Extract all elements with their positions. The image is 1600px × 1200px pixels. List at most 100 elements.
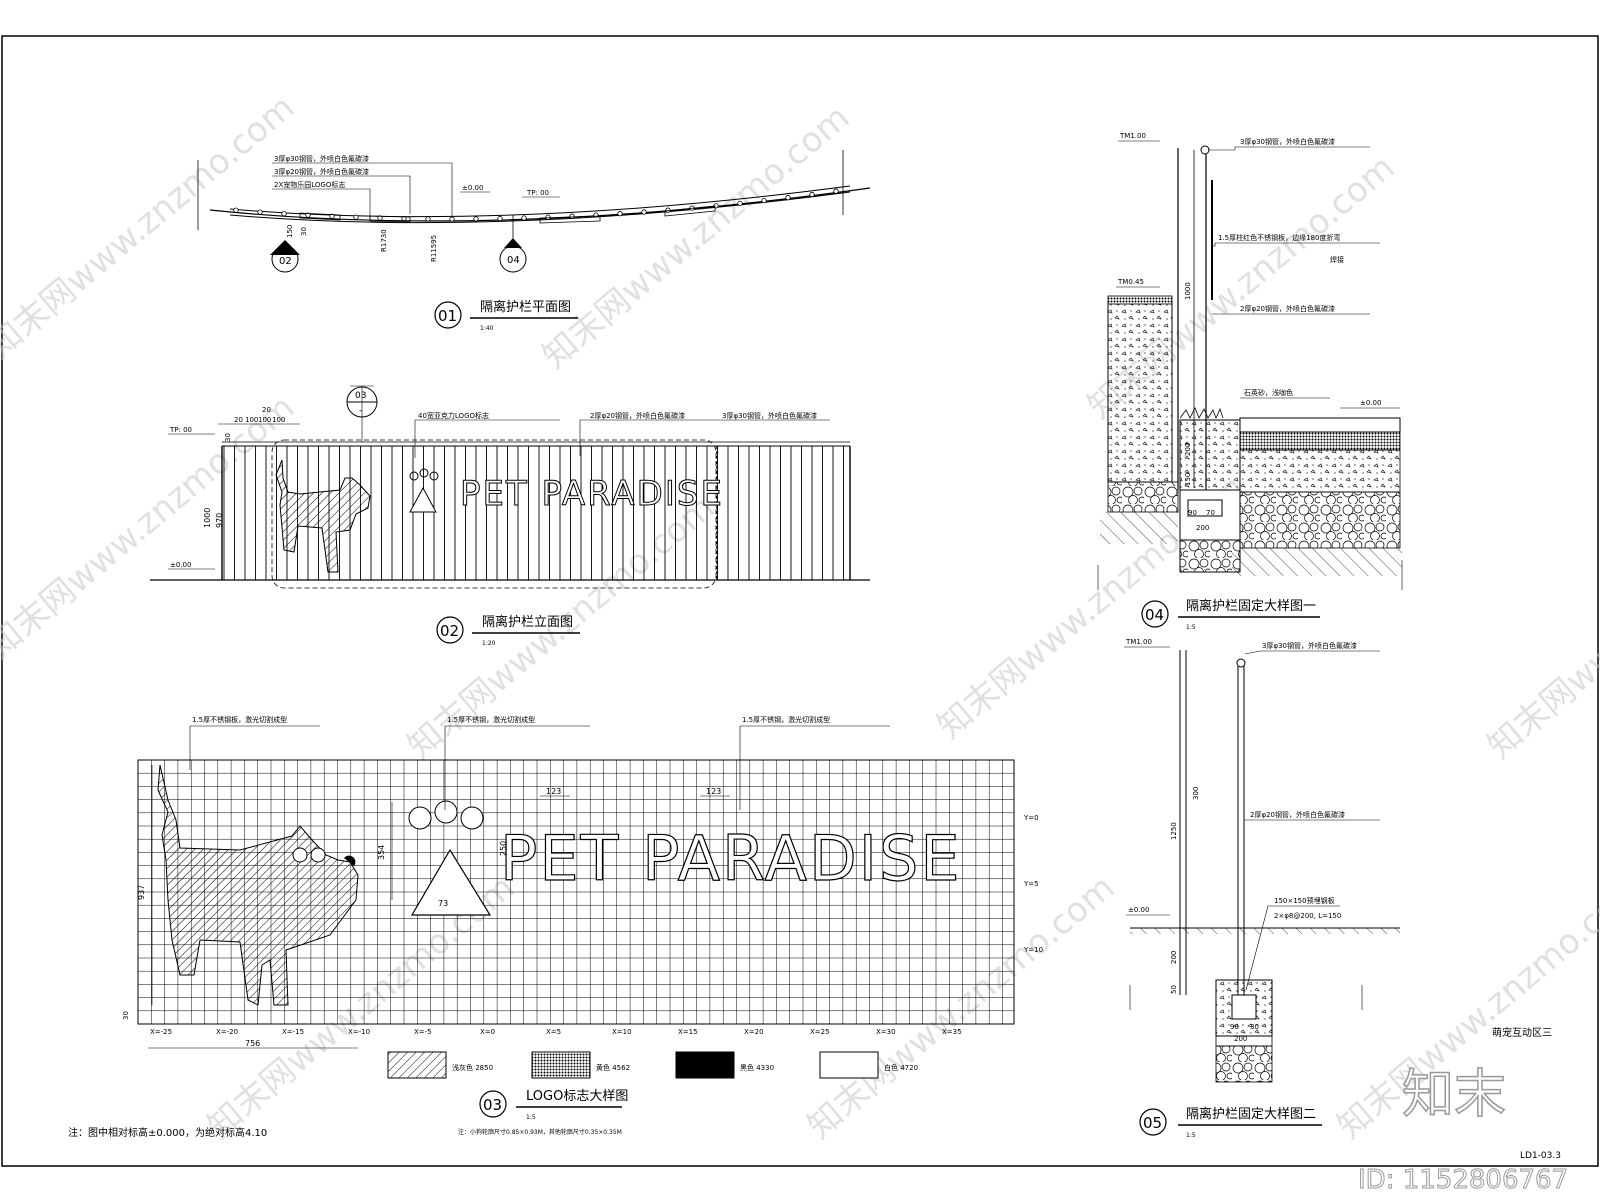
plan-post [833, 188, 839, 194]
logo-dim-t: 354 [377, 845, 386, 860]
grid-x-label: X=-25 [150, 1028, 172, 1036]
logo-text-elevation: PET PARADISE [460, 474, 724, 514]
d04-w3: 200 [1196, 524, 1209, 532]
elev-dim-4: 100 [272, 416, 285, 424]
d04-note-5: 石英砂，浅咖色 [1244, 388, 1293, 397]
elev-height-1: 1000 [203, 508, 212, 528]
svg-text:-: - [359, 406, 362, 416]
elev-base: ±0.00 [170, 561, 191, 569]
grid-x-label: X=0 [480, 1028, 495, 1036]
plan-post [281, 211, 287, 217]
logo-text-detail: PET PARADISE [500, 822, 962, 895]
plan-post [761, 197, 767, 204]
grid-x-label: X=20 [744, 1028, 764, 1036]
elev-note-2: 2厚φ20钢管，外喷白色氟碳漆 [590, 411, 685, 420]
plan-dim-4: R11595 [430, 235, 438, 262]
paw-logo-large [408, 800, 492, 916]
d05-w2: 30 [1250, 1023, 1259, 1031]
watermark-text: 知末网www.znzmo.com [0, 387, 302, 666]
logo-footnote: 注：小狗轮廓尺寸0.85×0.93M，其他轮廓尺寸0.35×0.35M [458, 1128, 622, 1136]
d05-h4: 50 [1170, 985, 1178, 994]
logo-note-1: 1.5厚不锈钢板，激光切割成型 [192, 715, 287, 724]
view-title-04: 隔离护栏固定大样图一 [1186, 598, 1316, 614]
plan-post [401, 215, 407, 222]
legend-swatch [387, 1051, 447, 1079]
view-number-03: 03 [483, 1096, 502, 1114]
elevation-view-02: PET PARADISE 20 100 100 100 20 30 1000 9… [150, 385, 870, 647]
d05-note-4: 2×φ8@200, L=150 [1274, 912, 1341, 920]
logo-dim-c2: 123 [706, 787, 721, 796]
grid-y-label: Y=5 [1023, 880, 1039, 888]
plan-dim-2: 150 [286, 225, 294, 238]
view-title-01: 隔离护栏平面图 [480, 299, 571, 315]
plan-elev-2: TP: 00 [526, 189, 549, 197]
svg-text:04: 04 [507, 255, 520, 266]
watermark-text: 知末网www.znzmo.com [1480, 487, 1600, 766]
svg-text:03: 03 [355, 391, 366, 401]
plan-note-2: 3厚φ20钢管，外喷白色氟碳漆 [274, 167, 369, 176]
plan-post [425, 216, 431, 222]
view-scale-03: 1:5 [526, 1114, 536, 1121]
view-number-05: 05 [1143, 1114, 1162, 1132]
legend-label: 黑色 4330 [740, 1063, 774, 1072]
footer-id: ID: 1152806767 [1358, 1165, 1568, 1195]
legend-label: 白色 4720 [884, 1063, 918, 1072]
d05-h2: 300 [1192, 787, 1200, 800]
logo-note-3: 1.5厚不锈钢，激光切割成型 [742, 715, 830, 724]
plan-dim-1: 30 [300, 227, 308, 236]
svg-text:02: 02 [279, 256, 292, 267]
grid-x-label: X=15 [678, 1028, 698, 1036]
view-number-04: 04 [1145, 606, 1164, 624]
d04-note-3: 焊接 [1330, 255, 1344, 264]
grid-x-label: X=25 [810, 1028, 830, 1036]
plan-dim-3: R1730 [380, 229, 388, 252]
d05-h1: 1250 [1170, 822, 1178, 840]
plan-post [329, 213, 335, 219]
footer-logo: 知末 [1402, 1065, 1506, 1125]
view-title-05: 隔离护栏固定大样图二 [1186, 1106, 1316, 1122]
section-marker-02: 02 [270, 240, 300, 273]
elev-dim-2: 100 [245, 416, 258, 424]
logo-dim-h: 937 [137, 885, 146, 900]
view-scale-05: 1:5 [1186, 1132, 1196, 1139]
watermark-layer: 知末网www.znzmo.com 知末网www.znzmo.com 知末网www… [0, 87, 1600, 1146]
legend-swatch [819, 1051, 879, 1079]
d05-w1: 90 [1230, 1023, 1239, 1031]
logo-detail-03: PET PARADISE 756 937 354 123 123 73 250 … [122, 715, 1043, 1136]
grid-x-label: X=-10 [348, 1028, 370, 1036]
d04-note-1: 3厚φ30钢管，外喷白色氟碳漆 [1240, 137, 1335, 146]
view-title-03: LOGO标志大样图 [526, 1089, 628, 1104]
d04-h3: 150 [1184, 473, 1192, 486]
general-note: 注：图中相对标高±0.000，为绝对标高4.10 [68, 1126, 267, 1139]
plan-post [809, 191, 815, 198]
d04-h1: 1000 [1184, 282, 1192, 300]
zone-label: 萌宠互动区三 [1492, 1026, 1552, 1039]
d05-note-3: 150×150预埋钢板 [1274, 896, 1335, 905]
legend-label: 黄色 4562 [596, 1063, 630, 1072]
fixing-detail-05: TM1.00 ±0.00 3厚φ30钢管，外喷白色氟碳漆 2厚φ20钢管，外喷白… [1124, 638, 1400, 1139]
grid-y-label: Y=0 [1023, 814, 1039, 822]
elev-dim-6: 30 [224, 433, 232, 442]
watermark-text: 知末网www.znzmo.com [800, 867, 1122, 1146]
elev-dim-3: 100 [258, 416, 271, 424]
view-scale-02: 1:20 [482, 640, 496, 647]
plan-post [785, 195, 791, 201]
plan-post [353, 214, 359, 220]
grid-x-label: X=10 [612, 1028, 632, 1036]
dog-silhouette [275, 459, 371, 573]
elev-dim-5: 20 [262, 406, 271, 414]
grid-x-label: X=-20 [216, 1028, 238, 1036]
plan-post [257, 209, 263, 215]
elev-note-3: 3厚φ30钢管，外喷白色氟碳漆 [722, 411, 817, 420]
d05-elev-1: TM1.00 [1125, 638, 1152, 646]
plan-post [617, 211, 623, 217]
grid-x-label: X=-15 [282, 1028, 304, 1036]
view-number-02: 02 [440, 622, 459, 640]
logo-dim-w: 756 [245, 1039, 260, 1048]
d05-w3: 200 [1234, 1035, 1247, 1043]
legend-label: 浅灰色 2850 [452, 1063, 493, 1072]
logo-dim-m: 250 [499, 841, 508, 856]
d04-w1: 90 [1188, 509, 1197, 517]
logo-dim-c1: 123 [546, 787, 561, 796]
grid-x-label: X=-5 [414, 1028, 432, 1036]
